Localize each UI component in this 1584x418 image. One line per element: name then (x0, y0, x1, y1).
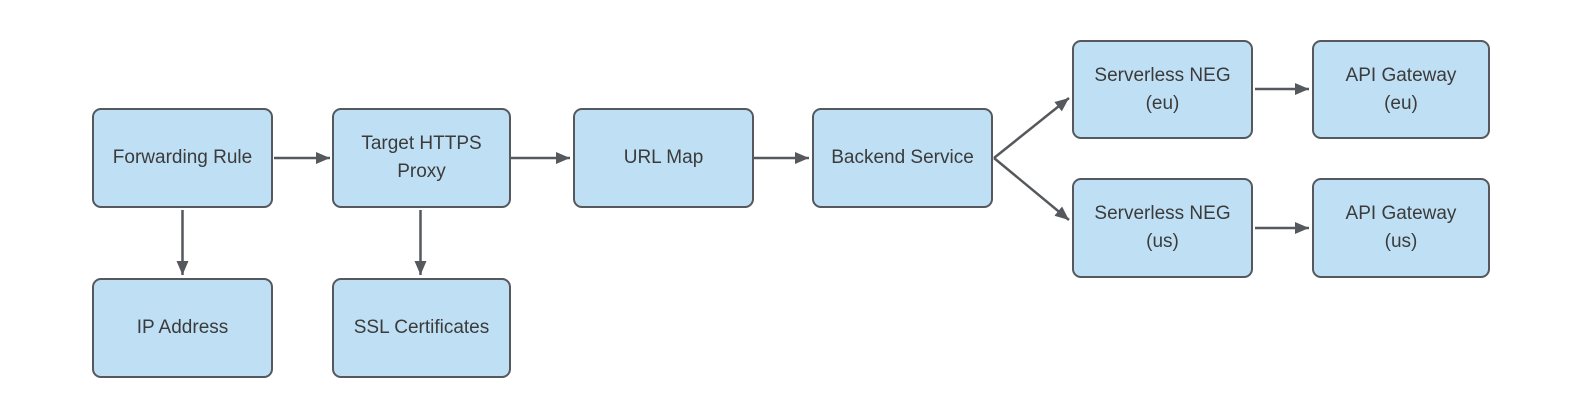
node-backend-service: Backend Service (812, 108, 993, 208)
node-ip-address-label: IP Address (136, 317, 229, 339)
node-backend-service-label: Backend Service (831, 147, 974, 169)
node-forwarding-rule-label: Forwarding Rule (112, 147, 253, 169)
node-serverless-neg-eu-label-line2: (eu) (1145, 92, 1180, 114)
node-serverless-neg-eu-label: Serverless NEG (1094, 64, 1231, 86)
node-api-gateway-eu: API Gateway (eu) (1312, 40, 1490, 139)
node-api-gateway-us: API Gateway (us) (1312, 178, 1490, 278)
node-api-gateway-us-label-line2: (us) (1384, 231, 1418, 252)
edge-backend-service-to-serverless-neg-us (993, 157, 1070, 221)
node-ssl-certificates: SSL Certificates (332, 278, 511, 378)
node-ssl-certificates-label: SSL Certificates (353, 317, 490, 339)
node-api-gateway-eu-label: API Gateway (1345, 64, 1457, 86)
node-target-https-proxy: Target HTTPS Proxy (332, 108, 511, 208)
node-api-gateway-eu-label-line2: (eu) (1384, 92, 1418, 114)
node-url-map-label: URL Map (623, 147, 704, 169)
node-ip-address: IP Address (92, 278, 273, 378)
edge-backend-service-to-serverless-neg-eu (993, 97, 1070, 159)
node-serverless-neg-us: Serverless NEG (us) (1072, 178, 1253, 278)
node-api-gateway-us-label: API Gateway (1345, 203, 1457, 225)
node-target-https-proxy-label-line2: Proxy (397, 161, 446, 182)
node-serverless-neg-us-label-line2: (us) (1146, 231, 1179, 252)
node-url-map: URL Map (573, 108, 754, 208)
node-serverless-neg-eu: Serverless NEG (eu) (1072, 40, 1253, 139)
node-serverless-neg-us-label: Serverless NEG (1094, 203, 1231, 225)
node-forwarding-rule: Forwarding Rule (92, 108, 273, 208)
node-target-https-proxy-label: Target HTTPS (361, 133, 482, 155)
